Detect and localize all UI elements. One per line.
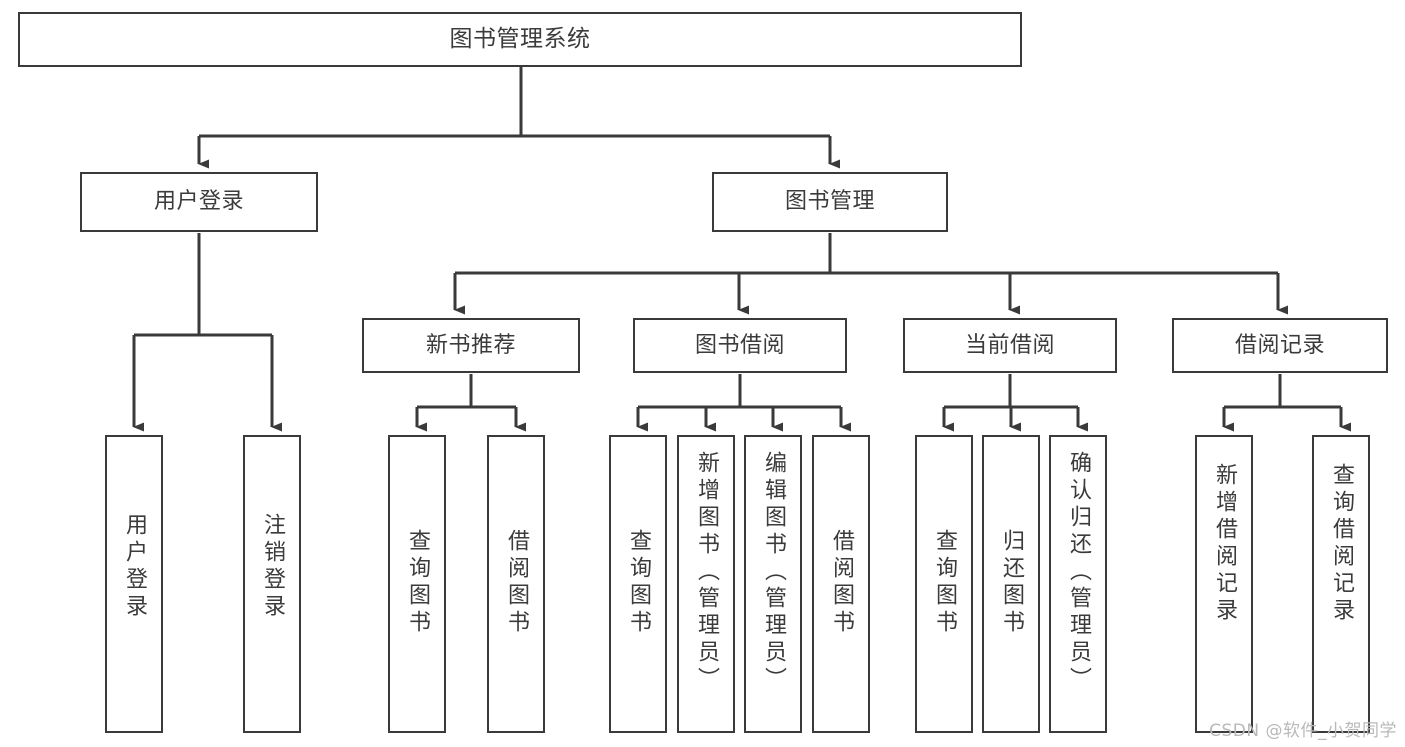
node-book-borrow[interactable]: 图书借阅 <box>633 318 847 373</box>
node-current-borrow-label: 当前借阅 <box>964 332 1055 358</box>
node-user-login-label: 用户登录 <box>153 189 244 215</box>
node-leaf-borrow-book-1-label: 借阅图书 <box>504 529 529 637</box>
node-leaf-edit-book-label: 编辑图书（管理员） <box>761 451 786 694</box>
node-leaf-borrow-book-2-label: 借阅图书 <box>829 529 854 637</box>
node-leaf-query-book-3[interactable]: 查询图书 <box>915 435 973 733</box>
node-leaf-query-book-2-label: 查询图书 <box>626 529 651 637</box>
node-current-borrow[interactable]: 当前借阅 <box>903 318 1117 373</box>
node-borrow-record[interactable]: 借阅记录 <box>1172 318 1388 373</box>
node-book-manage[interactable]: 图书管理 <box>712 172 948 232</box>
node-leaf-add-record-label: 新增借阅记录 <box>1212 463 1237 625</box>
node-leaf-confirm-return[interactable]: 确认归还（管理员） <box>1049 435 1107 733</box>
node-leaf-return-book[interactable]: 归还图书 <box>982 435 1040 733</box>
node-new-book-recommend[interactable]: 新书推荐 <box>362 318 580 373</box>
node-root[interactable]: 图书管理系统 <box>18 12 1022 67</box>
node-leaf-add-record[interactable]: 新增借阅记录 <box>1195 435 1253 733</box>
node-root-label: 图书管理系统 <box>449 26 591 53</box>
node-new-book-recommend-label: 新书推荐 <box>425 332 516 358</box>
node-leaf-return-book-label: 归还图书 <box>999 529 1024 637</box>
node-leaf-edit-book[interactable]: 编辑图书（管理员） <box>744 435 802 733</box>
node-borrow-record-label: 借阅记录 <box>1234 332 1325 358</box>
node-leaf-query-record-label: 查询借阅记录 <box>1329 463 1354 625</box>
node-leaf-confirm-return-label: 确认归还（管理员） <box>1066 451 1091 694</box>
node-leaf-borrow-book-2[interactable]: 借阅图书 <box>812 435 870 733</box>
node-leaf-logout[interactable]: 注销登录 <box>243 435 301 733</box>
node-leaf-add-book-label: 新增图书（管理员） <box>694 451 719 694</box>
node-user-login[interactable]: 用户登录 <box>80 172 318 232</box>
node-leaf-query-book-1[interactable]: 查询图书 <box>388 435 446 733</box>
csdn-watermark: CSDN @软件_小贺同学 <box>1209 721 1397 741</box>
node-leaf-logout-label: 注销登录 <box>260 513 285 621</box>
node-leaf-query-record[interactable]: 查询借阅记录 <box>1312 435 1370 733</box>
node-book-manage-label: 图书管理 <box>784 189 875 215</box>
node-leaf-add-book[interactable]: 新增图书（管理员） <box>677 435 735 733</box>
node-leaf-user-login-label: 用户登录 <box>122 513 147 621</box>
node-leaf-borrow-book-1[interactable]: 借阅图书 <box>487 435 545 733</box>
node-leaf-user-login[interactable]: 用户登录 <box>105 435 163 733</box>
node-leaf-query-book-2[interactable]: 查询图书 <box>609 435 667 733</box>
node-leaf-query-book-1-label: 查询图书 <box>405 529 430 637</box>
node-book-borrow-label: 图书借阅 <box>694 332 785 358</box>
node-leaf-query-book-3-label: 查询图书 <box>932 529 957 637</box>
